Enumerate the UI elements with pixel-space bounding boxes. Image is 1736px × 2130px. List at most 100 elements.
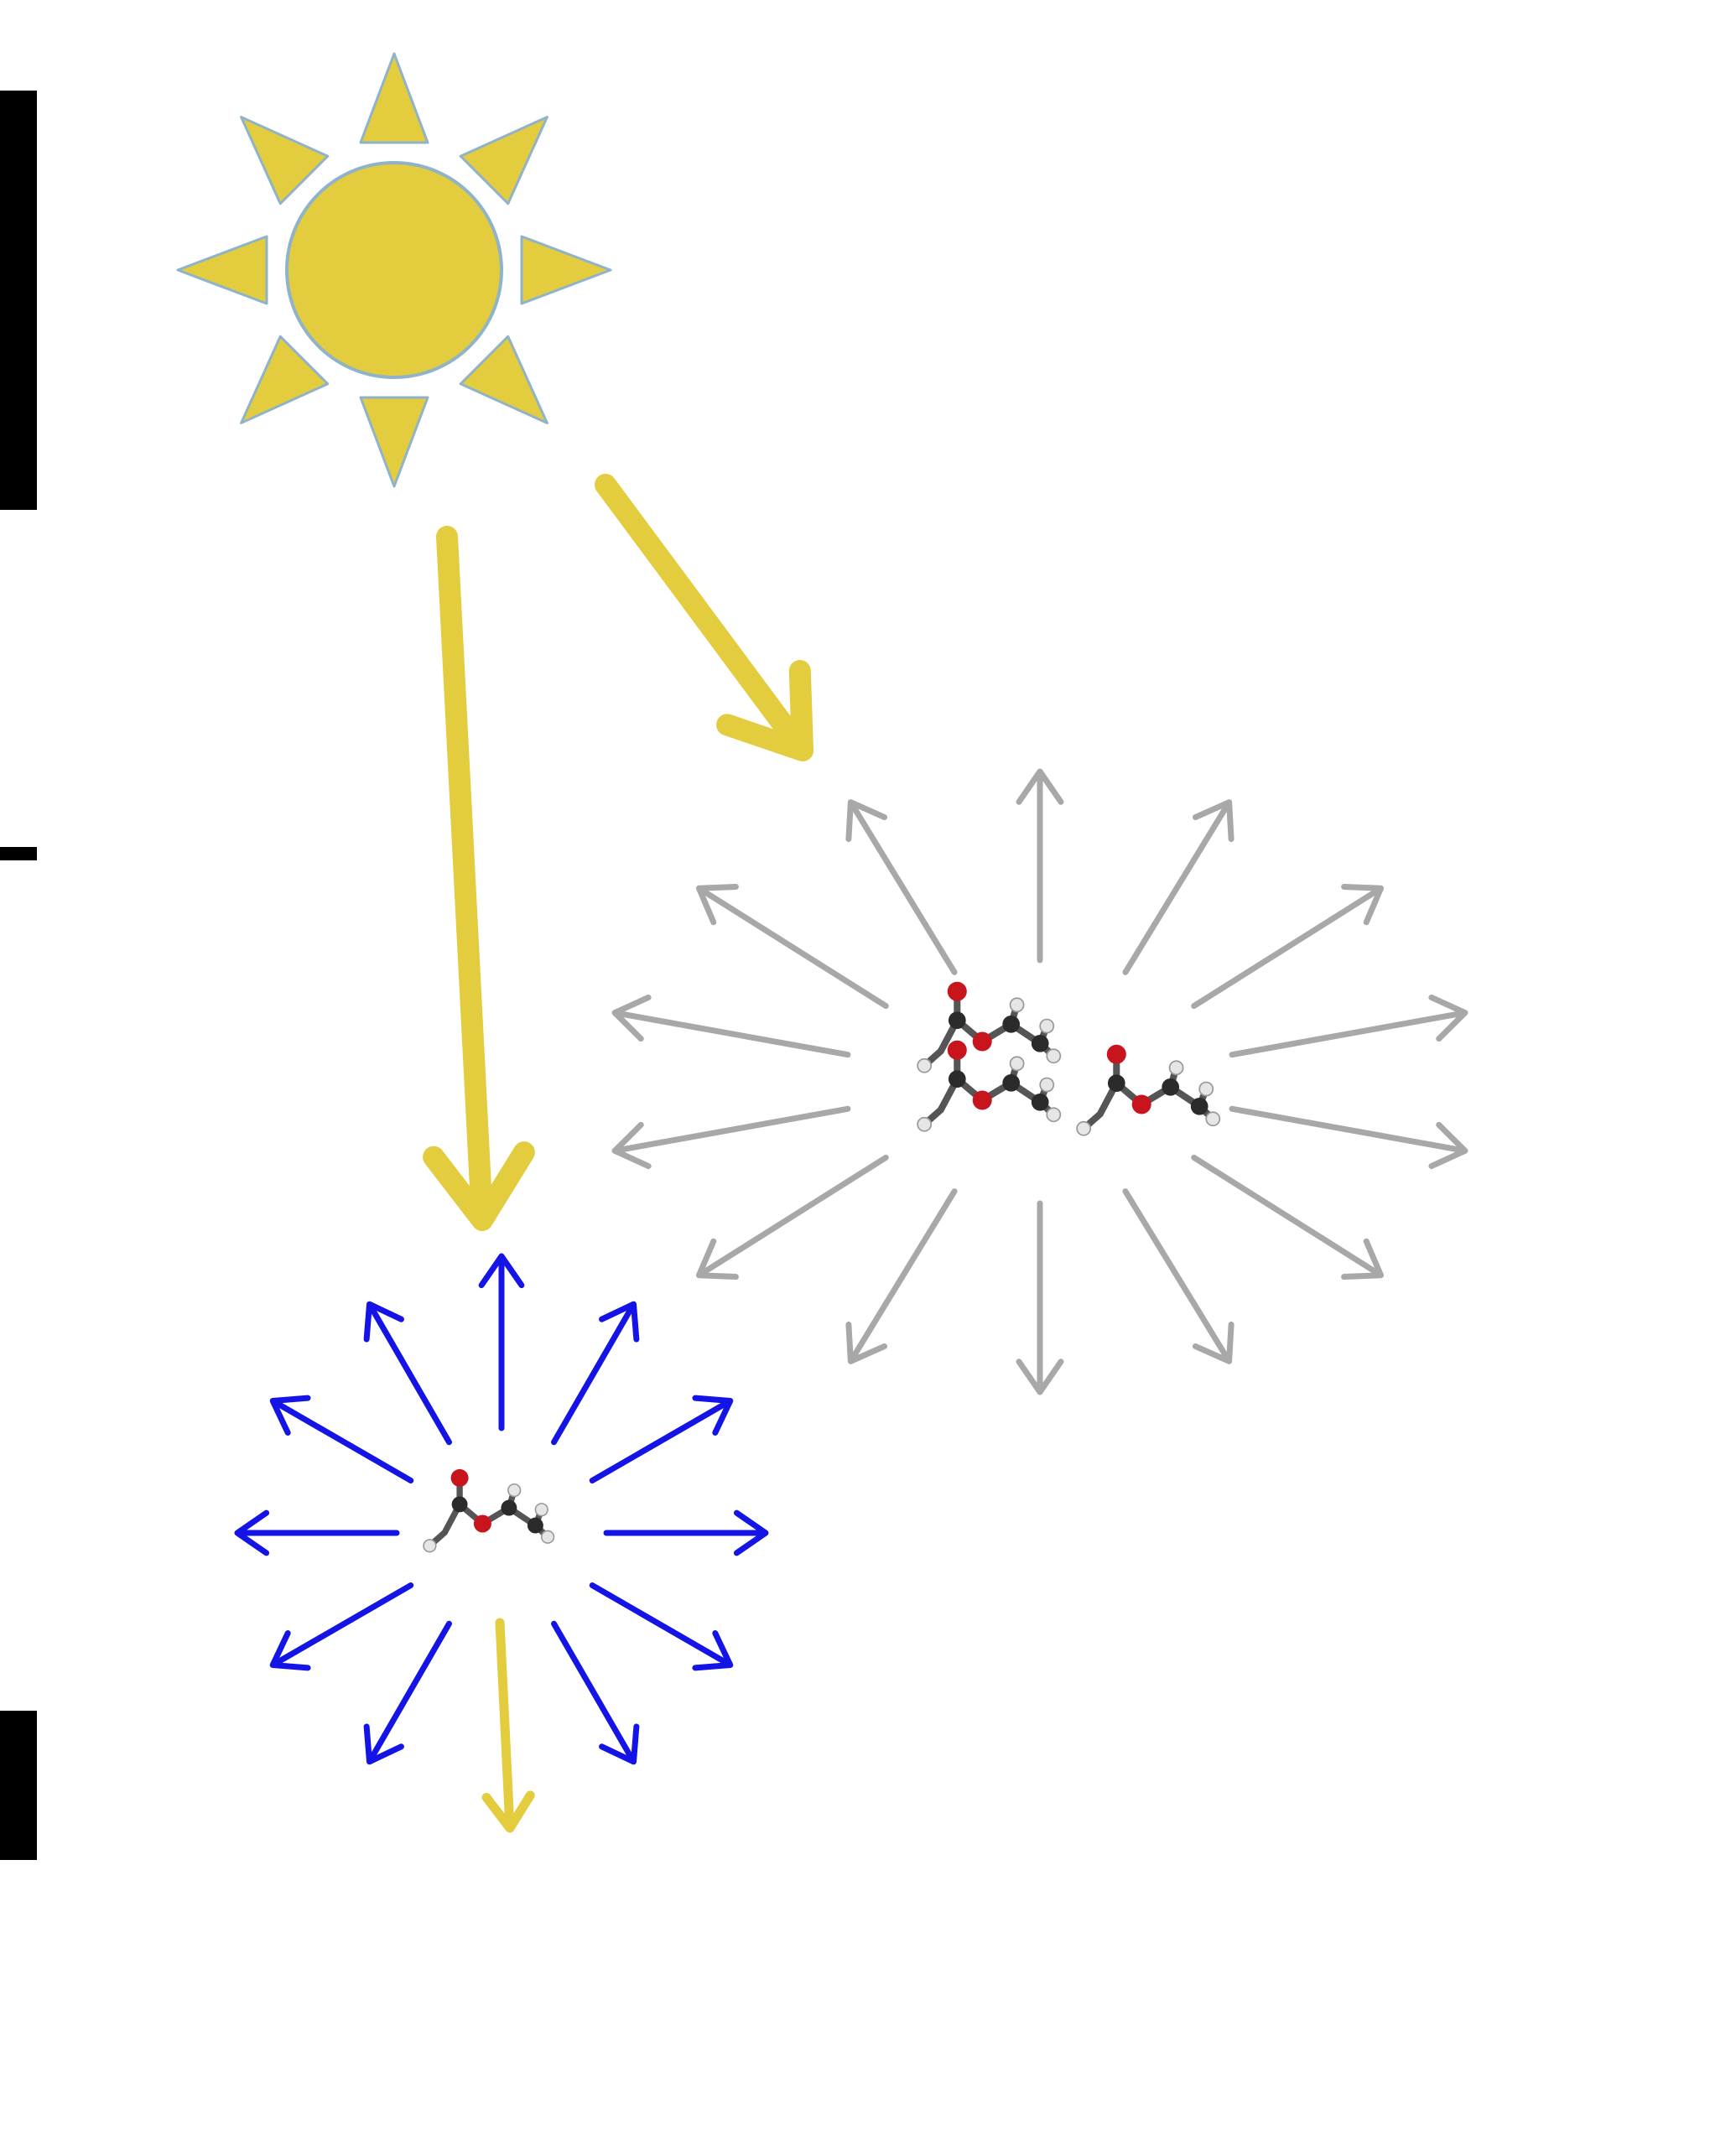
blue-emission-arrow-shaft <box>367 1302 452 1446</box>
blue-emission-arrow-shaft <box>589 1582 732 1667</box>
aggregate-ester-molecule-3 <box>1076 1044 1221 1136</box>
gray-emission-arrow-shaft <box>1191 1154 1383 1278</box>
blue-emission-arrow <box>589 1395 734 1483</box>
gray-emission-arrow <box>1016 768 1064 964</box>
carbon-atom <box>1107 1074 1125 1093</box>
sun-ray <box>176 235 268 305</box>
gray-emission-arrow <box>695 883 889 1010</box>
oxygen-atom <box>947 1040 967 1060</box>
blue-emission-arrow-head <box>692 1395 734 1436</box>
sun-ray <box>240 335 330 424</box>
gray-emission-arrow-shaft <box>1229 1105 1467 1154</box>
gray-emission-arrow-shaft <box>848 800 958 975</box>
hydrogen-atom <box>1198 1081 1214 1097</box>
gray-emission-arrow-head <box>845 799 888 843</box>
gray-emission-arrow-head <box>1428 994 1468 1042</box>
blue-emission-arrow-shaft <box>271 1399 414 1483</box>
gray-emission-arrow-shaft <box>613 1010 851 1058</box>
gray-emission-arrow <box>1191 1154 1385 1281</box>
sun-ray <box>359 396 429 488</box>
gray-emission-arrow <box>611 1105 851 1170</box>
gray-emission-arrow-head <box>695 1238 739 1281</box>
carbon-atom <box>948 1070 966 1088</box>
blue-emission-arrow-shaft <box>551 1620 636 1764</box>
hydrogen-atom <box>1046 1048 1062 1064</box>
sun-ray <box>359 52 429 144</box>
oxygen-atom <box>972 1031 992 1052</box>
gray-emission-arrow <box>1016 1200 1064 1395</box>
left-edge-bars <box>0 91 37 1860</box>
hydrogen-atom <box>1039 1018 1055 1034</box>
beam-to-molecule-aggregate-head <box>716 660 813 761</box>
sun-ray <box>459 116 548 205</box>
carbon-atom <box>948 1011 966 1030</box>
carbon-atom <box>527 1517 543 1534</box>
gray-emission-arrow-head <box>1341 1238 1385 1281</box>
gray-emission-arrow-shaft <box>1122 800 1232 975</box>
gray-emission-arrow <box>695 1154 889 1281</box>
gray-emission-arrow <box>1122 799 1234 975</box>
hydrogen-atom <box>1039 1077 1055 1093</box>
gray-emission-arrow-head <box>1016 768 1064 805</box>
blue-emission-arrow-head <box>692 1630 734 1671</box>
gray-emission-arrow-head <box>695 883 739 926</box>
blue-emission-arrow-head <box>599 1723 640 1765</box>
transmitted-light-arrow-head <box>481 1790 535 1833</box>
gray-emission-arrow-head <box>1016 1359 1064 1395</box>
aggregate-ester-molecule-1 <box>917 981 1062 1073</box>
gray-emission-arrow <box>845 1188 958 1364</box>
hydrogen-atom <box>1168 1060 1184 1076</box>
single-ester-molecule <box>423 1468 555 1553</box>
gray-emission-arrow-shaft <box>613 1105 851 1154</box>
gray-emission-arrow-head <box>1192 1321 1234 1364</box>
blue-emission-arrow-head <box>363 1723 404 1765</box>
carbon-atom <box>1002 1015 1021 1033</box>
edge-bar-bottom <box>0 1711 37 1860</box>
carbon-atom <box>1031 1034 1049 1052</box>
blue-emission-arrow <box>269 1395 414 1483</box>
gray-emission-arrow-head <box>611 1121 652 1170</box>
gray-emission-arrow <box>1229 994 1468 1058</box>
carbon-atom <box>1031 1093 1049 1111</box>
hydrogen-atom <box>1205 1111 1221 1127</box>
sun-ray <box>459 335 548 424</box>
blue-emission-arrow <box>363 1620 452 1765</box>
transmitted-light-arrow-shaft <box>495 1618 515 1831</box>
gray-emission-arrow-shaft <box>697 886 889 1010</box>
oxygen-atom <box>450 1468 469 1487</box>
hydrogen-atom <box>540 1530 555 1544</box>
beam-to-molecule-aggregate <box>595 474 813 761</box>
blue-emission-arrow-head <box>234 1509 270 1556</box>
gray-emission-arrow-head <box>1428 1121 1468 1170</box>
beam-to-single-molecule-head <box>423 1141 535 1231</box>
sun-icon <box>176 52 612 488</box>
oxygen-atom <box>972 1090 992 1110</box>
blue-emission-arrow <box>551 1620 640 1765</box>
gray-emission-arrow <box>1191 883 1385 1010</box>
hydrogen-atom <box>917 1116 933 1132</box>
edge-bar-top <box>0 91 37 510</box>
oxygen-atom <box>473 1514 491 1533</box>
beam-to-molecule-aggregate-shaft <box>595 474 810 756</box>
edge-bar-mid <box>0 847 37 860</box>
sun-ray <box>240 116 330 205</box>
gray-emission-arrow <box>1122 1188 1234 1364</box>
blue-emission-arrow-head <box>269 1395 311 1436</box>
carbon-atom <box>1190 1097 1208 1115</box>
oxygen-atom <box>947 981 967 1001</box>
gray-emission-arrow-head <box>845 1321 888 1364</box>
blue-emission-arrow <box>363 1301 452 1446</box>
hydrogen-atom <box>917 1057 933 1073</box>
transmitted-light-arrow <box>481 1618 535 1833</box>
beam-to-single-molecule <box>423 526 535 1231</box>
incident-light-beams <box>423 474 813 1231</box>
beam-to-single-molecule-shaft <box>436 526 493 1225</box>
carbon-atom <box>1002 1073 1021 1092</box>
blue-emission-arrow-head <box>599 1301 640 1343</box>
gray-emission-arrow <box>1229 1105 1468 1170</box>
blue-emission-arrow <box>589 1582 734 1671</box>
hydrogen-atom <box>534 1503 548 1517</box>
gray-emission-arrow-head <box>1341 883 1385 926</box>
